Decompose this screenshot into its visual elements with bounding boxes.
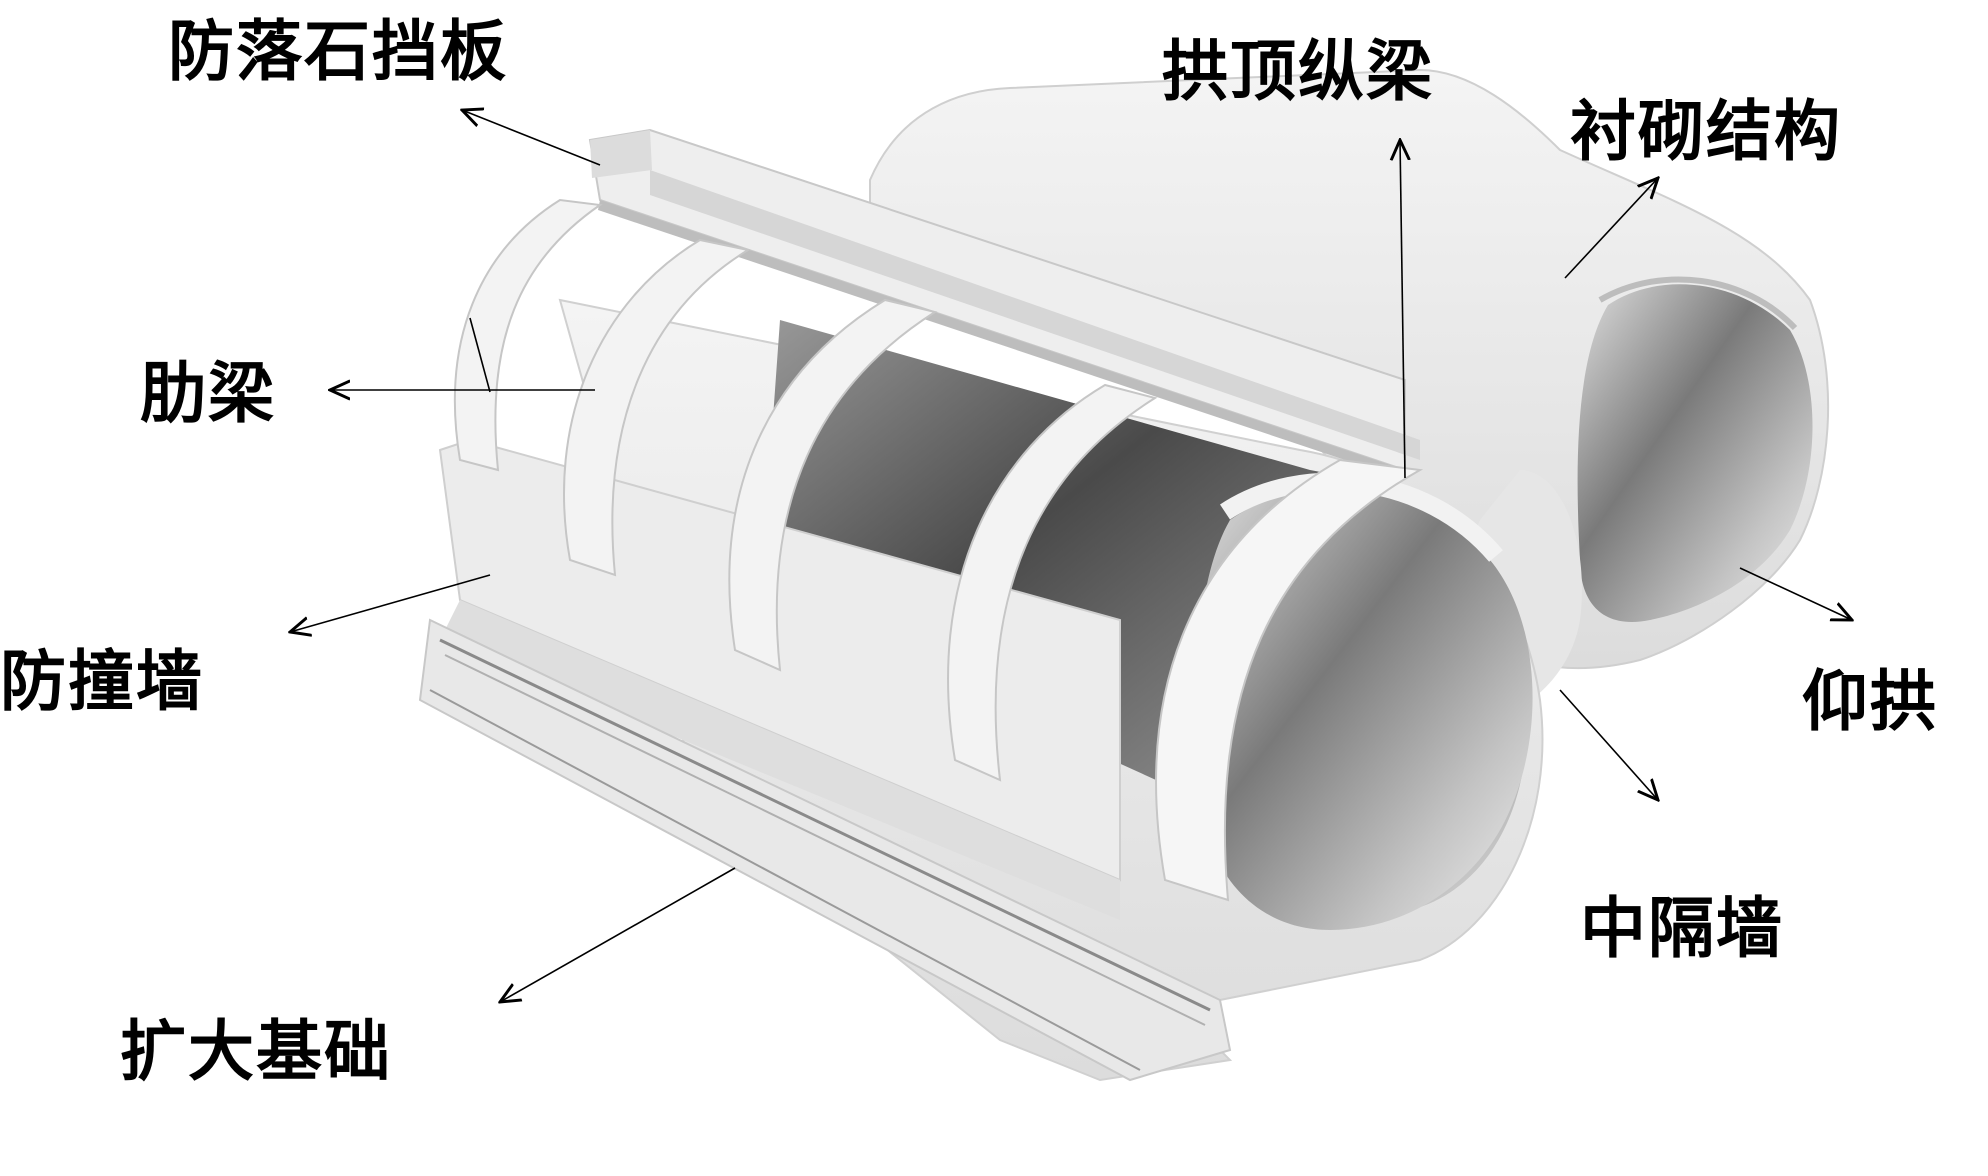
label-rib-beam: 肋梁	[140, 354, 276, 432]
leader-lines	[290, 110, 1852, 1002]
label-lining-structure: 衬砌结构	[1570, 92, 1842, 170]
rib-beams	[453, 198, 1424, 902]
label-anti-collision-wall: 防撞墙	[0, 642, 204, 720]
label-enlarged-foundation: 扩大基础	[120, 1012, 392, 1090]
arch-crown-beam-shape	[650, 170, 1420, 460]
label-invert: 仰拱	[1802, 662, 1938, 740]
label-rockfall-baffle: 防落石挡板	[168, 12, 508, 90]
label-middle-partition-wall: 中隔墙	[1580, 889, 1784, 967]
enlarged-foundation-shape	[418, 618, 1232, 1082]
label-arch-crown-beam: 拱顶纵梁	[1162, 32, 1434, 110]
